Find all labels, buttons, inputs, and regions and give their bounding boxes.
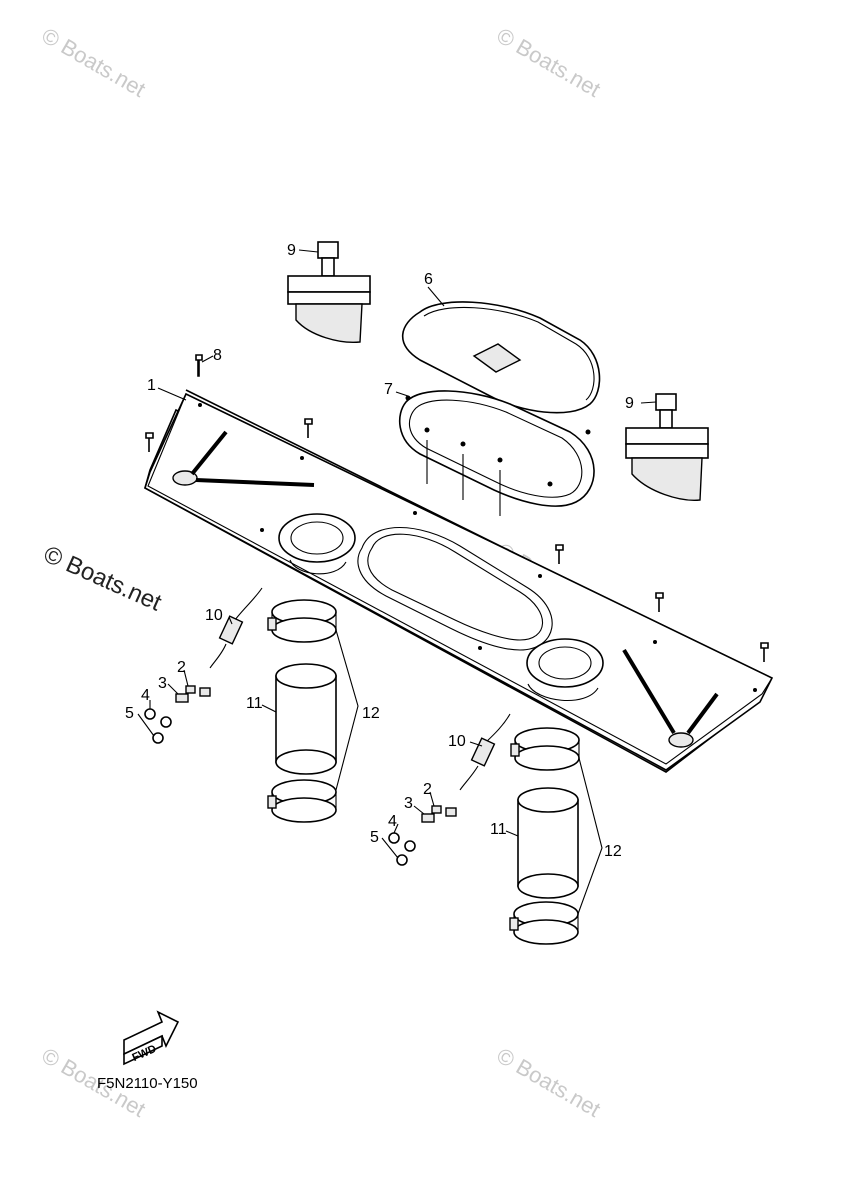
callout-5-left: 5 — [125, 705, 134, 722]
hatch-ring-part-7 — [399, 390, 595, 516]
callout-3-left: 3 — [158, 675, 167, 692]
callout-5-right: 5 — [370, 829, 379, 846]
callout-4-right: 4 — [388, 813, 397, 830]
callout-12-right: 12 — [604, 843, 622, 860]
vent-part-9-right — [625, 393, 709, 501]
drawing-code: F5N2110-Y150 — [97, 1075, 198, 1092]
leader-lines — [137, 249, 657, 915]
callout-4-left: 4 — [141, 687, 150, 704]
callout-9-right: 9 — [625, 395, 634, 412]
callout-numbers: 1 8 9 6 7 9 10 2 3 4 5 11 12 10 2 3 4 5 … — [125, 242, 634, 860]
callout-11-right: 11 — [490, 821, 507, 838]
callout-7: 7 — [384, 381, 393, 398]
callout-2-right: 2 — [423, 781, 432, 798]
screw-part-8 — [145, 354, 769, 662]
duct-assembly-left — [144, 587, 337, 823]
watermark-bottom-right: © Boats.net — [493, 1043, 605, 1122]
callout-1: 1 — [147, 377, 156, 394]
fwd-arrow-icon: FWD — [123, 1010, 180, 1066]
watermark-top-left: © Boats.net — [38, 23, 150, 102]
hatch-cover-part-6 — [401, 301, 601, 414]
callout-3-right: 3 — [404, 795, 413, 812]
callout-2-left: 2 — [177, 659, 186, 676]
callout-8: 8 — [213, 347, 222, 364]
callout-10-left: 10 — [205, 607, 223, 624]
callout-9-top: 9 — [287, 242, 296, 259]
callout-12-left: 12 — [362, 705, 380, 722]
plate-part-1 — [144, 389, 774, 773]
watermark-top-right: © Boats.net — [493, 23, 605, 102]
callout-10-right: 10 — [448, 733, 466, 750]
vent-part-9-top — [287, 241, 371, 343]
duct-assembly-right — [388, 713, 580, 945]
callout-11-left: 11 — [246, 695, 263, 712]
callout-6: 6 — [424, 271, 433, 288]
watermark-left-bold: © Boats.net — [40, 541, 166, 617]
